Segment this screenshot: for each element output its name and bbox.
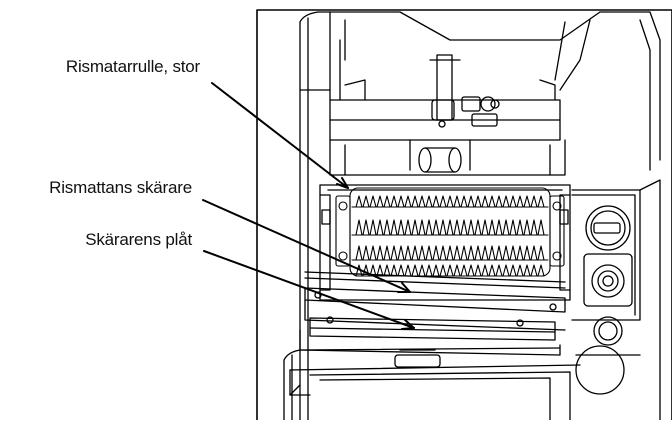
rice-mat-roller: [335, 187, 565, 277]
roller-frame: [329, 139, 566, 176]
illustration-frame: [256, 9, 672, 425]
lower-tray: [289, 347, 581, 421]
mat-cutter: [304, 271, 566, 331]
roller-housing: [319, 184, 571, 301]
timer-dial-icon: [585, 205, 631, 251]
arrow-cutter: [397, 282, 411, 293]
callout-plate-label: Skärarens plåt: [85, 230, 192, 249]
leader-roller: [211, 82, 349, 189]
leader-cutter: [202, 199, 411, 293]
arrow-plate: [401, 319, 415, 330]
top-hopper: [329, 11, 661, 171]
left-housing: [283, 11, 331, 421]
adjustment-post: [429, 54, 500, 128]
leader-lines: [202, 82, 415, 330]
cutter-plate: [299, 316, 561, 356]
callout-roller-label: Rismatarrulle, stor: [65, 57, 200, 76]
arrow-roller: [336, 177, 349, 189]
callout-cutter-label: Rismattans skärare: [49, 178, 192, 197]
upper-bracket: [329, 79, 561, 141]
control-panel: [571, 179, 661, 421]
start-knob-icon: [591, 264, 625, 298]
leader-plate: [203, 250, 415, 329]
